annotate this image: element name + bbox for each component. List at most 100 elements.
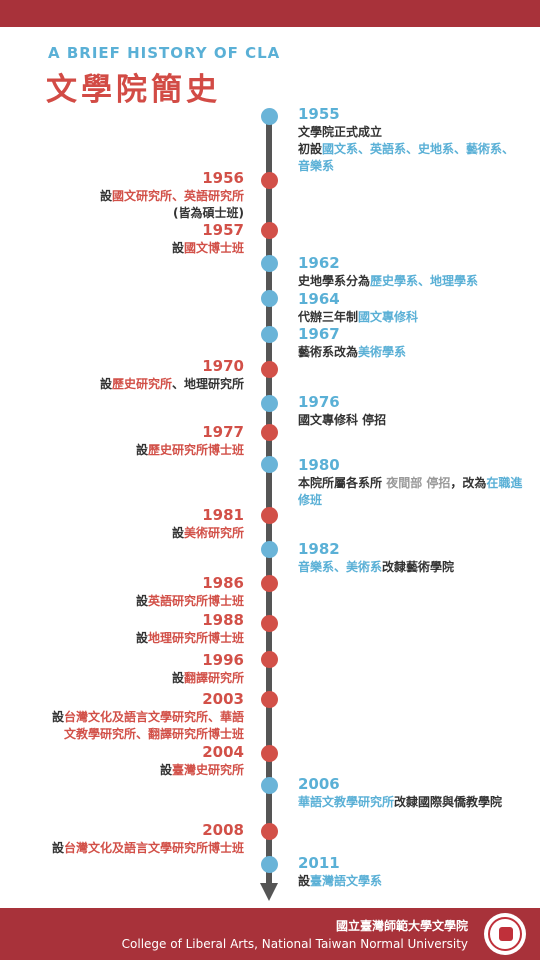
event-highlight: 地理研究所博士班 <box>147 631 244 645</box>
event-highlight: 美術研究所 <box>183 526 244 540</box>
timeline-dot-1988 <box>261 615 278 632</box>
footer-banner: 國立臺灣師範大學文學院 College of Liberal Arts, Nat… <box>0 908 540 960</box>
event-year: 1956 <box>202 169 244 187</box>
event-highlight: 翻譯研究所 <box>183 671 244 685</box>
event-highlight: 臺灣史研究所 <box>171 763 244 777</box>
event-year: 1981 <box>202 506 244 524</box>
event-highlight: 國文研究所、英語研究所 <box>111 189 244 203</box>
event-text-part: 史地學系分為 <box>298 274 371 288</box>
event-text: 國文專修科 停招 <box>298 413 387 427</box>
footer-college-name-en: College of Liberal Arts, National Taiwan… <box>121 937 468 951</box>
event-1957: 1957 設國文博士班 <box>172 221 244 257</box>
event-highlight: 華語文教學研究所 <box>298 795 395 809</box>
event-text-part: 設 <box>99 189 112 203</box>
page-title: 文學院簡史 <box>46 72 221 108</box>
event-text: 文學院正式成立 <box>298 125 383 139</box>
event-text: 設國文博士班 <box>172 240 244 257</box>
event-1988: 1988 設地理研究所博士班 <box>136 611 244 647</box>
timeline-arrow-icon <box>260 883 278 901</box>
event-highlight: 夜間部 停招 <box>386 476 451 490</box>
event-text-part: 設 <box>171 241 184 255</box>
event-year: 1967 <box>298 325 340 343</box>
event-year: 1996 <box>202 651 244 669</box>
event-year: 2006 <box>298 775 340 793</box>
event-1996: 1996 設翻譯研究所 <box>172 651 244 687</box>
event-year: 1988 <box>202 611 244 629</box>
seal-ring <box>488 917 522 951</box>
event-text-part: 藝術系改為 <box>298 345 359 359</box>
event-text: 設翻譯研究所 <box>172 670 244 687</box>
event-highlight: 在職進修班 <box>298 476 523 507</box>
event-year: 1976 <box>298 393 340 411</box>
timeline-dot-1964 <box>261 290 278 307</box>
event-text-part: 代辦三年制 <box>298 310 359 324</box>
event-year: 2011 <box>298 854 340 872</box>
event-text: 設台灣文化及語言文學研究所、華語 <box>52 709 244 726</box>
timeline-dot-1962 <box>261 255 278 272</box>
event-highlight: 臺灣語文學系 <box>310 874 383 888</box>
footer-college-name-cn: 國立臺灣師範大學文學院 <box>335 919 468 933</box>
event-year: 1964 <box>298 290 340 308</box>
event-1982: 1982 音樂系、美術系改隸藝術學院 <box>298 540 524 576</box>
event-text-part: 改隸藝術學院 <box>382 560 455 574</box>
timeline-axis <box>266 115 272 887</box>
timeline-dot-1982 <box>261 541 278 558</box>
event-text-part: 設 <box>51 710 64 724</box>
timeline-dot-2011 <box>261 856 278 873</box>
event-text-part: 設 <box>159 763 172 777</box>
event-text: 設臺灣史研究所 <box>160 762 244 779</box>
event-highlight: 文教學研究所、翻譯研究所博士班 <box>63 727 244 741</box>
event-text-part: 設 <box>135 594 148 608</box>
event-2004: 2004 設臺灣史研究所 <box>160 743 244 779</box>
page-subtitle: A BRIEF HISTORY OF CLA <box>48 44 281 62</box>
event-highlight: 歷史學系、地理學系 <box>370 274 479 288</box>
timeline-dot-1980 <box>261 456 278 473</box>
event-text: 設英語研究所博士班 <box>136 593 244 610</box>
timeline-dot-1970 <box>261 361 278 378</box>
timeline-dot-1977 <box>261 424 278 441</box>
event-highlight: 國文專修科 <box>358 310 419 324</box>
event-highlight: 歷史研究所 <box>111 377 172 391</box>
event-highlight: 美術學系 <box>358 345 407 359</box>
event-text: 初設國文系、英語系、史地系、藝術系、音樂系 <box>298 141 524 175</box>
event-text: 設美術研究所 <box>172 525 244 542</box>
event-2008: 2008 設台灣文化及語言文學研究所博士班 <box>52 821 244 857</box>
timeline-dot-1976 <box>261 395 278 412</box>
event-text: 設地理研究所博士班 <box>136 630 244 647</box>
event-1976: 1976 國文專修科 停招 <box>298 393 524 429</box>
event-text-part: 設 <box>135 631 148 645</box>
timeline-dot-1996 <box>261 651 278 668</box>
event-text: 設歷史研究所、地理研究所 <box>100 376 244 393</box>
event-text: 設臺灣語文學系 <box>298 873 524 890</box>
timeline-dot-1956 <box>261 172 278 189</box>
event-1956: 1956 設國文研究所、英語研究所 (皆為碩士班) <box>100 169 244 222</box>
event-1986: 1986 設英語研究所博士班 <box>136 574 244 610</box>
event-text: 本院所屬各系所 夜間部 停招，改為在職進修班 <box>298 475 524 509</box>
event-1981: 1981 設美術研究所 <box>172 506 244 542</box>
event-2006: 2006 華語文教學研究所改隸國際與僑教學院 <box>298 775 524 811</box>
event-year: 1962 <box>298 254 340 272</box>
event-highlight: 歷史研究所博士班 <box>147 443 244 457</box>
event-year: 1982 <box>298 540 340 558</box>
event-1962: 1962 史地學系分為歷史學系、地理學系 <box>298 254 524 290</box>
timeline-dot-2008 <box>261 823 278 840</box>
event-highlight: 國文系、英語系、史地系、藝術系、音樂系 <box>298 142 515 173</box>
event-text: 設歷史研究所博士班 <box>136 442 244 459</box>
event-highlight: 國文博士班 <box>183 241 244 255</box>
timeline-dot-2003 <box>261 691 278 708</box>
event-1977: 1977 設歷史研究所博士班 <box>136 423 244 459</box>
seal-emblem <box>499 927 513 941</box>
event-text: 音樂系、美術系改隸藝術學院 <box>298 559 524 576</box>
timeline-dot-1986 <box>261 575 278 592</box>
event-year: 1980 <box>298 456 340 474</box>
event-text-part: 設 <box>171 671 184 685</box>
timeline-dot-1981 <box>261 507 278 524</box>
event-text: 史地學系分為歷史學系、地理學系 <box>298 273 524 290</box>
event-text: 華語文教學研究所改隸國際與僑教學院 <box>298 794 524 811</box>
timeline-dot-2006 <box>261 777 278 794</box>
event-text-part: 設 <box>51 841 64 855</box>
event-highlight: 音樂系、美術系 <box>298 560 383 574</box>
event-year: 2003 <box>202 690 244 708</box>
event-highlight: 英語研究所博士班 <box>147 594 244 608</box>
event-text: (皆為碩士班) <box>173 206 244 220</box>
